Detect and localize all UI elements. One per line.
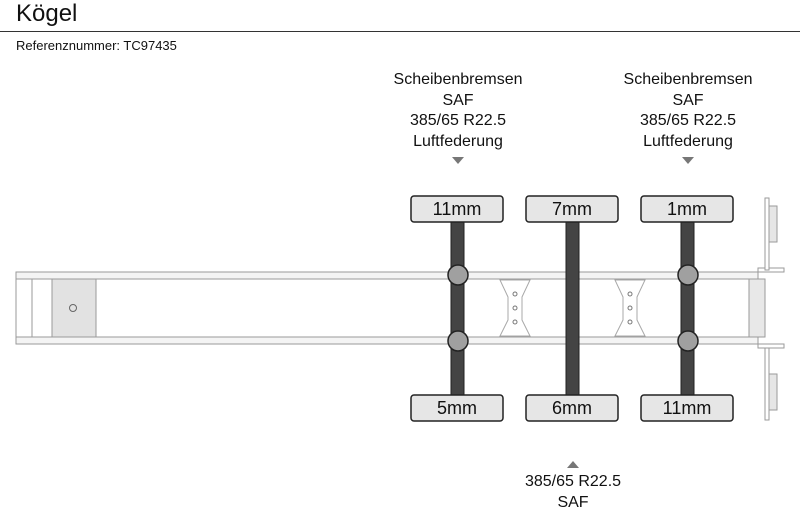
annotation-axle-2: 385/65 R22.5 SAF (473, 472, 673, 513)
annotation-line: Luftfederung (588, 132, 788, 153)
annotation-axle-1: Scheibenbremsen SAF 385/65 R22.5 Luftfed… (358, 70, 558, 152)
annotation-line: 385/65 R22.5 (588, 111, 788, 132)
annotation-line: 385/65 R22.5 (473, 472, 673, 493)
rear-bumper-bottom (758, 344, 784, 348)
rear-light-bar-bottom (765, 348, 769, 420)
axle-shaft (566, 221, 579, 396)
annotation-line: Luftfederung (358, 132, 558, 153)
front-end-beam (16, 279, 32, 337)
axle-1 (411, 196, 503, 421)
marker-down-axle-3 (682, 157, 694, 164)
suspension-joint (678, 331, 698, 351)
axle-2 (526, 196, 618, 421)
axle-3 (641, 196, 733, 421)
frame-rail-bottom (16, 337, 758, 344)
king-pin-plate (52, 279, 96, 337)
suspension-joint (678, 265, 698, 285)
suspension-joint (448, 265, 468, 285)
rear-end-beam (749, 279, 765, 337)
marker-down-axle-1 (452, 157, 464, 164)
axle-shaft (451, 221, 464, 396)
rear-bumper-top (758, 268, 784, 272)
annotation-line: Scheibenbremsen (588, 70, 788, 91)
annotation-line: Scheibenbremsen (358, 70, 558, 91)
annotation-line: SAF (358, 91, 558, 112)
chassis-frame (16, 198, 784, 420)
axle-shaft (681, 221, 694, 396)
annotation-line: 385/65 R22.5 (358, 111, 558, 132)
frame-rail-top (16, 272, 758, 279)
cross-member-2 (615, 280, 645, 336)
cross-member-1 (500, 280, 530, 336)
tread-axle-1-top: 11mm (412, 197, 502, 221)
annotation-axle-3: Scheibenbremsen SAF 385/65 R22.5 Luftfed… (588, 70, 788, 152)
tread-axle-1-bottom: 5mm (412, 396, 502, 420)
annotation-line: SAF (473, 493, 673, 513)
tread-axle-3-top: 1mm (642, 197, 732, 221)
suspension-joint (448, 331, 468, 351)
tread-axle-3-bottom: 11mm (642, 396, 732, 420)
rear-light-bottom (769, 374, 777, 410)
marker-up-axle-2 (567, 461, 579, 468)
tread-axle-2-top: 7mm (527, 197, 617, 221)
annotation-line: SAF (588, 91, 788, 112)
tread-axle-2-bottom: 6mm (527, 396, 617, 420)
rear-light-top (769, 206, 777, 242)
rear-light-bar-top (765, 198, 769, 270)
